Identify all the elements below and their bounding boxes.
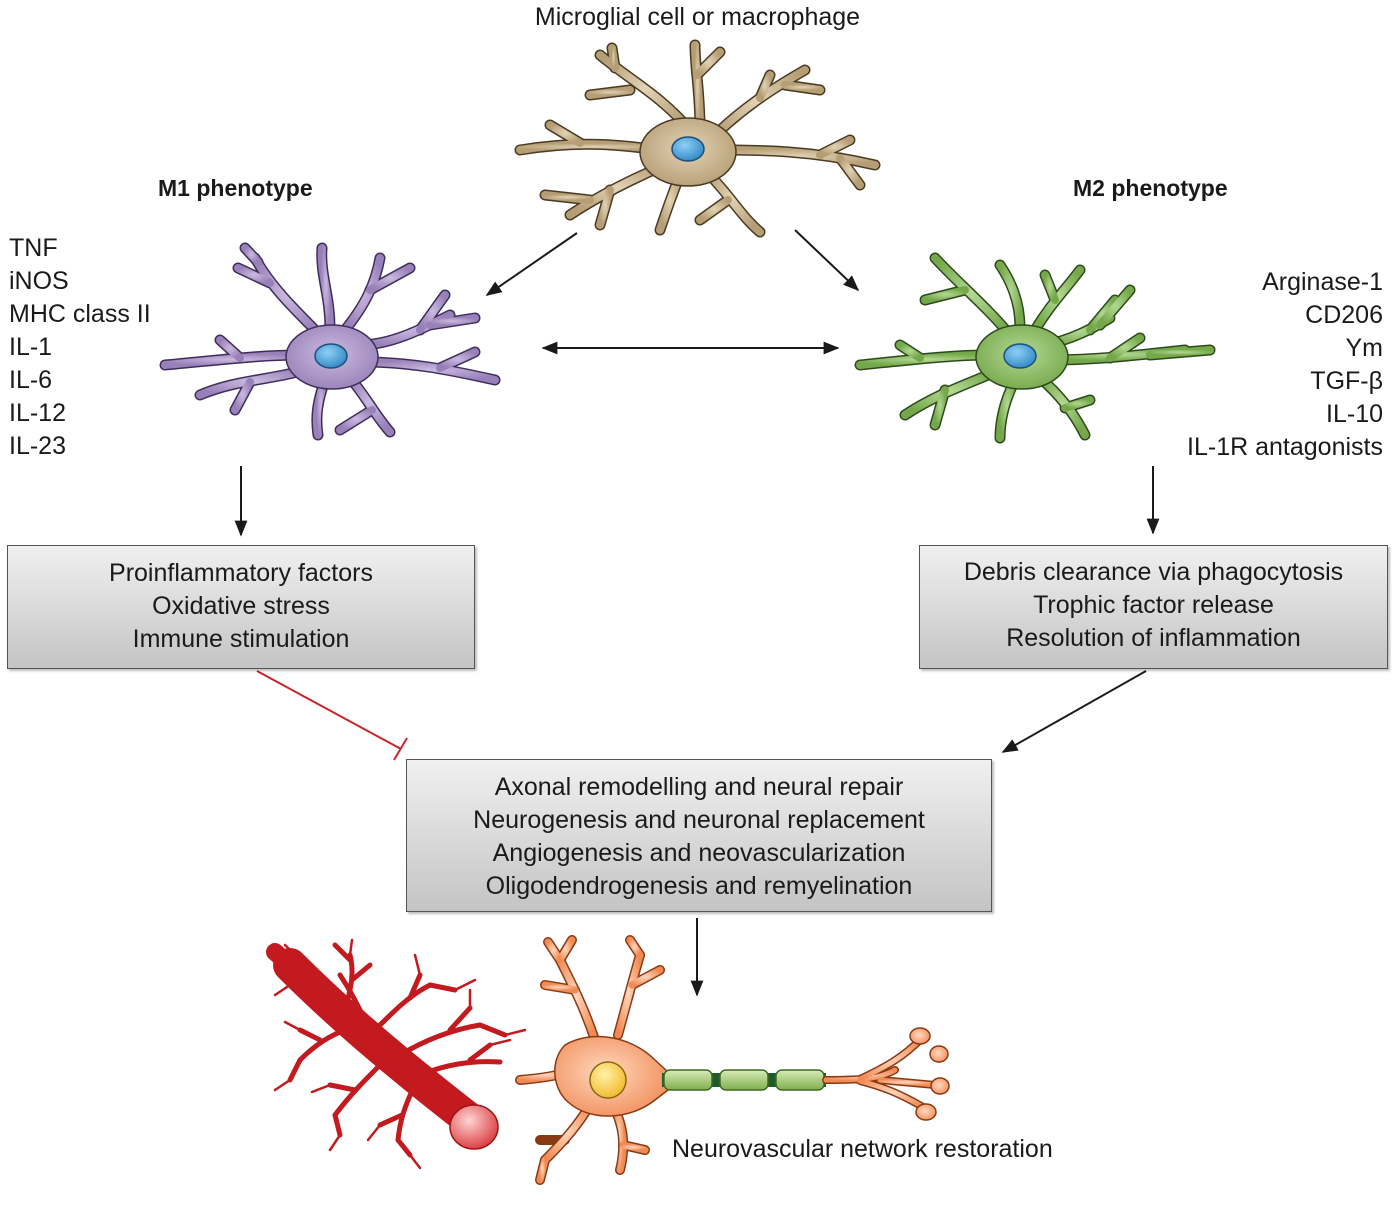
repair-outcome: Oligodendrogenesis and remyelination: [485, 872, 913, 900]
m1-marker: IL-6: [9, 366, 53, 394]
m2-effect: Trophic factor release: [1033, 591, 1274, 619]
m1-marker: IL-23: [9, 432, 66, 460]
m1-effects-box: Proinflammatory factors Oxidative stress…: [7, 545, 475, 669]
m1-phenotype-label: M1 phenotype: [158, 175, 313, 201]
neuron-nucleus-icon: [589, 1061, 627, 1099]
nucleus-icon: [1003, 343, 1037, 369]
blood-vessel-lumen: [449, 1104, 499, 1150]
m1-effect: Proinflammatory factors: [109, 559, 373, 587]
m2-marker: Arginase-1: [1262, 268, 1383, 296]
m1-marker-list: TNF iNOS MHC class II IL-1 IL-6 IL-12 IL…: [9, 232, 151, 463]
myelin-segment: [775, 1069, 825, 1091]
m2-marker: IL-10: [1326, 400, 1383, 428]
repair-outcome: Axonal remodelling and neural repair: [494, 773, 904, 801]
m1-marker: iNOS: [9, 267, 69, 295]
m1-microglia-icon: [159, 242, 501, 441]
diagram-title: Microglial cell or macrophage: [534, 3, 861, 31]
m2-microglia-icon: [854, 252, 1216, 444]
m2-marker: TGF-β: [1310, 367, 1383, 395]
m1-marker: MHC class II: [9, 300, 151, 328]
nucleus-icon: [671, 136, 705, 162]
myelin-segment: [663, 1069, 713, 1091]
resting-microglia-icon: [514, 39, 881, 238]
restoration-label: Neurovascular network restoration: [672, 1135, 1053, 1163]
m1-marker: TNF: [9, 234, 58, 262]
repair-outcomes-box: Axonal remodelling and neural repair Neu…: [406, 759, 992, 912]
m2-marker: CD206: [1305, 301, 1383, 329]
m2-effects-box: Debris clearance via phagocytosis Trophi…: [919, 545, 1388, 669]
m2-marker: IL-1R antagonists: [1187, 433, 1383, 461]
m1-marker: IL-12: [9, 399, 66, 427]
m1-marker: IL-1: [9, 333, 53, 361]
repair-outcome: Neurogenesis and neuronal replacement: [473, 806, 925, 834]
arrow-resting-to-m2: [794, 229, 860, 292]
m1-effect: Immune stimulation: [132, 625, 350, 653]
m2-effect: Resolution of inflammation: [1006, 624, 1301, 652]
nucleus-icon: [314, 343, 348, 369]
m2-phenotype-label: M2 phenotype: [1073, 175, 1228, 201]
m2-effect: Debris clearance via phagocytosis: [963, 558, 1344, 586]
inhibition-line-m1: [256, 670, 408, 761]
m2-marker: Ym: [1345, 334, 1384, 362]
neuron-icon: [515, 935, 950, 1185]
blood-vessel-icon: [266, 938, 527, 1170]
arrow-m2-effects-to-outcomes: [1001, 670, 1147, 753]
axon-terminal-icon: [909, 1027, 950, 1121]
m1-effect: Oxidative stress: [152, 592, 330, 620]
myelin-segment: [719, 1069, 769, 1091]
arrow-resting-to-m1: [485, 232, 578, 296]
repair-outcome: Angiogenesis and neovascularization: [492, 839, 906, 867]
m2-marker-list: Arginase-1 CD206 Ym TGF-β IL-10 IL-1R an…: [1187, 266, 1383, 464]
